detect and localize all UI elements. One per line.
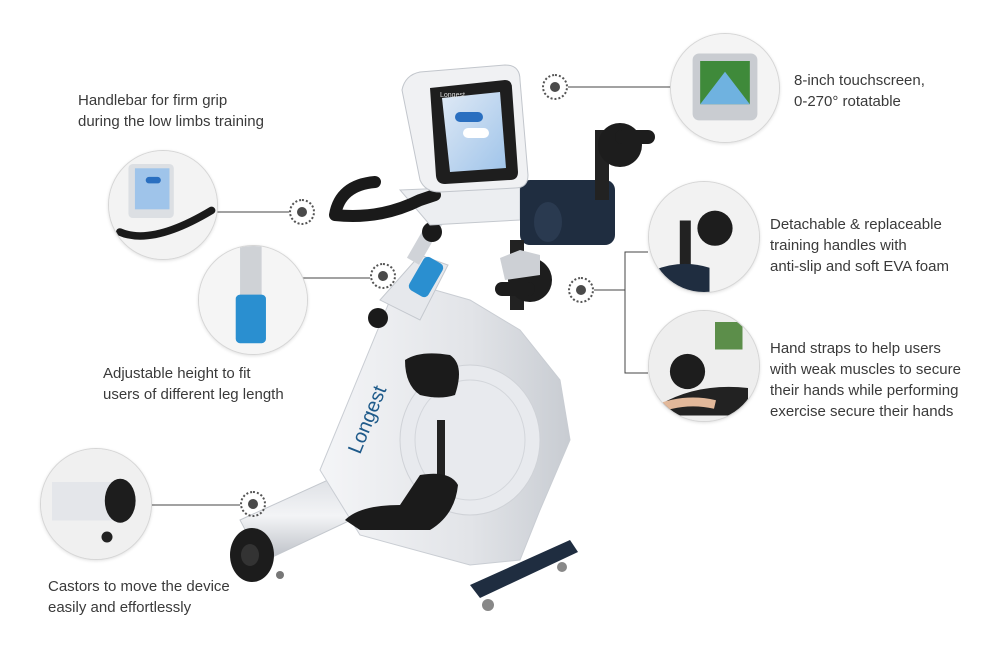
label-line: Hand straps to help users bbox=[770, 340, 941, 357]
knob-upper bbox=[422, 222, 442, 242]
label-height: Adjustable height to fit users of differ… bbox=[103, 363, 284, 405]
touchscreen-unit bbox=[401, 64, 529, 193]
label-line: Handlebar for firm grip bbox=[78, 92, 228, 109]
label-handles: Detachable & replaceable training handle… bbox=[770, 214, 949, 277]
marker-height[interactable] bbox=[370, 263, 396, 289]
label-castors: Castors to move the device easily and ef… bbox=[48, 576, 230, 618]
callout-straps bbox=[648, 310, 760, 422]
label-line: exercise secure their hands bbox=[770, 403, 954, 420]
label-line: 0-270° rotatable bbox=[794, 93, 901, 110]
base-crossbar bbox=[470, 540, 578, 611]
marker-handlebar[interactable] bbox=[289, 199, 315, 225]
label-line: Detachable & replaceable bbox=[770, 216, 942, 233]
handlebar bbox=[329, 176, 441, 222]
label-line: users of different leg length bbox=[103, 386, 284, 403]
callout-castors bbox=[40, 448, 152, 560]
label-line: training handles with bbox=[770, 237, 907, 254]
callout-handles bbox=[648, 181, 760, 293]
callout-height bbox=[198, 245, 308, 355]
label-line: their hands while performing bbox=[770, 382, 959, 399]
lower-pedal bbox=[345, 473, 458, 530]
upper-pedal bbox=[405, 353, 459, 398]
marker-touchscreen[interactable] bbox=[542, 74, 568, 100]
marker-castors[interactable] bbox=[240, 491, 266, 517]
label-touchscreen: 8-inch touchscreen, 0-270° rotatable bbox=[794, 70, 925, 112]
label-line: during the low limbs training bbox=[78, 113, 264, 130]
label-straps: Hand straps to help users with weak musc… bbox=[770, 338, 961, 422]
label-line: easily and effortlessly bbox=[48, 599, 192, 616]
callout-touchscreen bbox=[670, 33, 780, 143]
marker-handles[interactable] bbox=[568, 277, 594, 303]
callout-handlebar bbox=[108, 150, 218, 260]
knob-lower bbox=[368, 308, 388, 328]
label-line: Castors to move the device bbox=[48, 578, 230, 595]
label-line: Adjustable height to fit bbox=[103, 365, 251, 382]
label-line: anti-slip and soft EVA foam bbox=[770, 258, 949, 275]
screen-logo: Longest bbox=[440, 92, 465, 99]
label-handlebar: Handlebar for firm grip during the low l… bbox=[78, 90, 264, 132]
label-line: with weak muscles to secure bbox=[770, 361, 961, 378]
height-adjuster bbox=[408, 256, 444, 298]
label-line: 8-inch touchscreen, bbox=[794, 72, 925, 89]
